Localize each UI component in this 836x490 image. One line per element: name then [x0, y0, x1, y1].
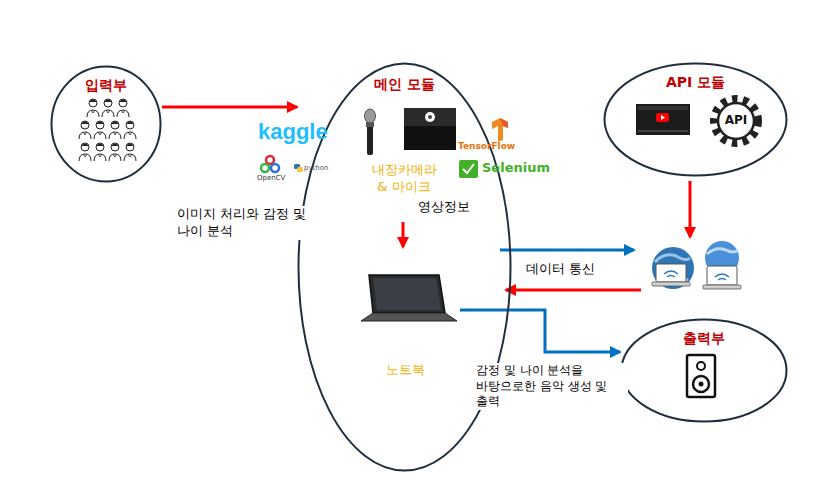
network-icon — [652, 247, 694, 289]
youtube-icon — [661, 115, 665, 120]
microphone-icon — [367, 125, 373, 155]
output-ellipse: 출력부 — [620, 318, 788, 423]
network-icon — [652, 282, 690, 286]
python-icon — [294, 164, 303, 172]
people-icons — [109, 143, 121, 161]
opencv-icon — [261, 156, 279, 172]
video-arrow — [402, 222, 405, 247]
node-title: 입력부 — [85, 77, 127, 95]
python-icon — [297, 167, 303, 172]
people-icons — [102, 99, 114, 117]
logo-text: TensorFlow — [458, 141, 515, 153]
main-module-ellipse: 메인 모듈노트북 — [297, 62, 512, 472]
node-title: 메인 모듈 — [374, 76, 435, 94]
network-icon — [703, 285, 741, 289]
icon-text: API — [725, 113, 748, 129]
speaker-icon — [687, 355, 715, 397]
gear-icon — [714, 99, 758, 143]
logo-text: python — [304, 164, 329, 173]
network-icon — [652, 241, 741, 289]
ellipse-outline — [52, 67, 161, 182]
network-icon — [707, 249, 738, 254]
youtube-icon — [638, 130, 688, 132]
flow-arrow — [162, 106, 297, 109]
logo-text: Selenium — [482, 160, 550, 177]
people-icons — [124, 143, 136, 161]
ellipse-outline — [622, 320, 787, 422]
youtube-icon — [636, 104, 690, 135]
flow-arrow — [460, 310, 620, 352]
network-icon — [664, 271, 678, 277]
camera-icon — [404, 108, 456, 126]
people-icons — [79, 99, 136, 161]
microphone-icon — [365, 109, 376, 123]
laptop-icon — [369, 275, 445, 313]
speaker-icon — [699, 382, 704, 387]
people-icons — [79, 143, 91, 161]
network-icon — [707, 266, 737, 285]
api-module-ellipse: API 모듈 — [603, 62, 788, 177]
opencv-icon — [266, 156, 274, 164]
youtube-icon — [636, 104, 690, 135]
network-icon — [656, 264, 686, 282]
camera-icon — [404, 108, 456, 150]
input-circle: 입력부 — [50, 65, 162, 183]
people-icons — [124, 121, 136, 139]
tensorflow-icon — [492, 118, 508, 142]
people-icons — [87, 99, 99, 117]
opencv-icon — [271, 164, 279, 172]
network-icon — [715, 274, 729, 280]
flow-note: 데이터 통신 — [524, 261, 597, 278]
flow-note: 영상정보 — [418, 199, 470, 216]
process-note: 이미지 처리와 감정 및 나이 분석 — [175, 206, 321, 240]
node-title: API 모듈 — [666, 74, 725, 92]
people-icons — [94, 121, 106, 139]
camera-icon — [404, 108, 456, 150]
people-icons — [109, 121, 121, 139]
opencv-icon — [261, 164, 269, 172]
people-icons — [94, 143, 106, 161]
speaker-icon — [693, 376, 709, 392]
node-title: 노트북 — [386, 361, 425, 379]
device-label: 내장카메라 & 마이크 — [367, 162, 441, 196]
ellipse-outline — [605, 64, 787, 176]
ellipse-outline — [297, 62, 512, 472]
tensorflow-icon — [500, 118, 508, 128]
selenium-icon — [459, 160, 478, 178]
gear-icon — [714, 99, 758, 143]
youtube-icon — [656, 113, 669, 122]
logo-text: OpenCV — [257, 174, 285, 183]
laptop-node: 노트북 — [350, 265, 460, 385]
node-title: 출력부 — [683, 330, 725, 348]
selenium-icon — [463, 164, 474, 173]
api-arrow — [689, 181, 692, 237]
camera-icon — [425, 112, 435, 122]
data-send-arrow — [500, 249, 634, 252]
selenium-icon — [459, 160, 478, 178]
network-icon — [655, 255, 690, 262]
people-icons — [79, 121, 91, 139]
speaker-icon — [687, 355, 715, 397]
speaker-icon — [697, 362, 705, 370]
youtube-icon — [638, 106, 688, 110]
data-receive-arrow — [506, 289, 641, 292]
edge-label: 감정 및 나이 분석을 바탕으로한 음악 생성 및 출력 — [474, 363, 628, 410]
laptop-icon — [373, 278, 441, 310]
microphone-icon — [365, 109, 376, 155]
laptop-icon — [361, 313, 457, 321]
people-icons — [117, 99, 129, 117]
gear-icon — [718, 103, 754, 139]
tensorflow-icon — [492, 118, 508, 142]
logo-text: kaggle — [258, 118, 328, 147]
camera-icon — [428, 115, 432, 119]
